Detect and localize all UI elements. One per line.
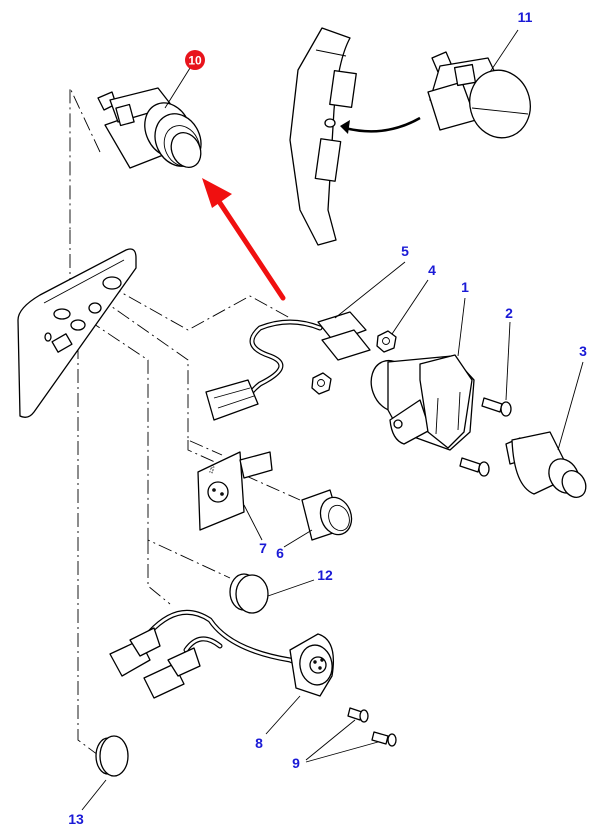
leader-8 [265, 695, 301, 735]
callout-7: 7 [259, 540, 267, 556]
phantom-line-6 [187, 440, 301, 501]
phantom-line-5 [107, 284, 291, 331]
leader-13 [81, 779, 107, 811]
leader-9b [305, 741, 379, 763]
part-1-trailer-socket[interactable]: 1 [364, 279, 475, 451]
leader-5 [334, 261, 406, 319]
leader-10 [164, 67, 191, 109]
part-4-nuts[interactable]: 4 [311, 262, 436, 395]
phantom-line-10 [69, 87, 101, 230]
part-9-screws[interactable]: 9 [292, 707, 397, 771]
leader-2 [505, 321, 511, 401]
leader-12 [267, 579, 315, 597]
phantom-line-13 [77, 345, 103, 759]
leader-9a [305, 719, 356, 761]
callout-10: 10 [188, 54, 202, 68]
callout-1: 1 [461, 279, 469, 295]
callout-11: 11 [518, 9, 533, 25]
part-6-round-switch[interactable]: 6 [276, 489, 356, 561]
callout-13: 13 [68, 811, 84, 827]
callout-2: 2 [505, 305, 513, 321]
part-11-pillar [289, 27, 421, 246]
part-7-label-plate[interactable]: 12V 7 [197, 451, 273, 556]
part-13-plug[interactable]: 13 [68, 735, 129, 827]
mounting-panel [17, 248, 137, 418]
part-5-harness[interactable]: 5 [205, 243, 409, 421]
leader-1 [457, 297, 466, 357]
part-12-plug[interactable]: 12 [229, 567, 333, 614]
leader-7 [243, 504, 263, 541]
part-11-socket[interactable]: 11 [427, 9, 538, 145]
part-3-push-switch[interactable]: 3 [505, 343, 591, 502]
callout-8: 8 [255, 735, 263, 751]
leader-4 [391, 279, 429, 335]
callout-6: 6 [276, 545, 284, 561]
highlight-arrow [202, 178, 286, 301]
phantom-line-12 [87, 319, 231, 579]
callout-9: 9 [292, 755, 300, 771]
phantom-line-8 [147, 540, 171, 605]
leader-6 [283, 529, 313, 548]
leader-11 [489, 29, 519, 73]
callout-4: 4 [428, 262, 436, 278]
callout-5: 5 [401, 243, 409, 259]
leader-3 [557, 361, 584, 451]
phantom-lines [69, 87, 301, 759]
plate-text: 12V [208, 464, 217, 475]
part-10-socket[interactable] [97, 67, 209, 174]
phantom-line-1 [97, 296, 223, 456]
callout-badge-10[interactable]: 10 [185, 50, 205, 70]
callout-3: 3 [579, 343, 587, 359]
callout-12: 12 [317, 567, 333, 583]
part-8-socket-harness[interactable]: 8 [109, 609, 335, 751]
part-2-screws[interactable]: 2 [459, 305, 513, 477]
